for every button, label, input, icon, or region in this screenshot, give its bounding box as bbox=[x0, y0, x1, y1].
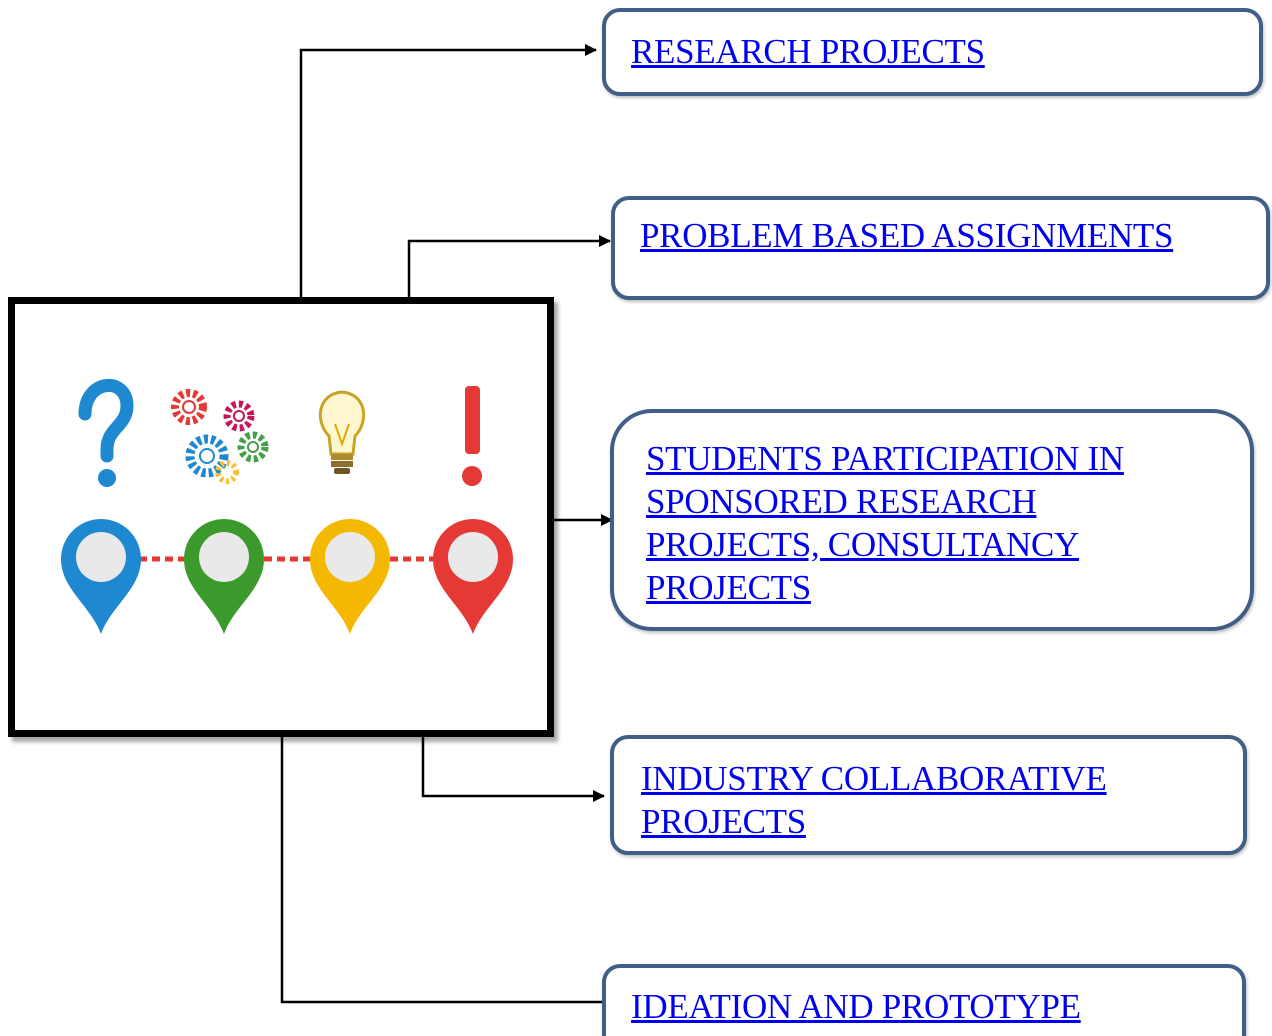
students-participation-link-line-2[interactable]: SPONSORED RESEARCH bbox=[646, 482, 1037, 521]
students-participation-link-line-3[interactable]: PROJECTS, CONSULTANCY bbox=[646, 525, 1080, 564]
students-participation-link-line-4[interactable]: PROJECTS bbox=[646, 568, 811, 607]
arrow-to-ideation-prototype bbox=[280, 720, 615, 1008]
problem-based-assignments-box: PROBLEM BASED ASSIGNMENTS bbox=[611, 196, 1270, 300]
blue-pin bbox=[61, 519, 141, 634]
gears-icon bbox=[171, 389, 269, 484]
industry-collaborative-box: INDUSTRY COLLABORATIVE PROJECTS bbox=[610, 735, 1247, 855]
exclamation-mark-icon bbox=[462, 386, 482, 486]
problem-based-assignments-link[interactable]: PROBLEM BASED ASSIGNMENTS bbox=[640, 216, 1174, 255]
students-participation-box: STUDENTS PARTICIPATION IN SPONSORED RESE… bbox=[610, 409, 1254, 631]
process-pins-illustration bbox=[61, 379, 513, 634]
arrow-to-problem-based-assignments bbox=[407, 235, 611, 297]
question-mark-icon bbox=[78, 379, 134, 487]
arrow-to-industry-collaborative bbox=[421, 733, 605, 802]
research-projects-link[interactable]: RESEARCH PROJECTS bbox=[631, 32, 985, 71]
industry-collaborative-link-line-1[interactable]: INDUSTRY COLLABORATIVE bbox=[641, 759, 1107, 798]
green-pin bbox=[184, 519, 264, 634]
yellow-pin bbox=[310, 519, 390, 634]
research-projects-box: RESEARCH PROJECTS bbox=[602, 8, 1263, 96]
arrow-to-research-projects bbox=[299, 44, 597, 297]
industry-collaborative-link-line-2[interactable]: PROJECTS bbox=[641, 802, 806, 841]
central-image-box bbox=[8, 297, 554, 737]
lightbulb-icon bbox=[318, 390, 366, 474]
ideation-prototype-box: IDEATION AND PROTOTYPE bbox=[602, 964, 1246, 1036]
red-pin bbox=[433, 519, 513, 634]
ideation-prototype-link[interactable]: IDEATION AND PROTOTYPE bbox=[631, 987, 1081, 1026]
students-participation-link-line-1[interactable]: STUDENTS PARTICIPATION IN bbox=[646, 439, 1124, 478]
